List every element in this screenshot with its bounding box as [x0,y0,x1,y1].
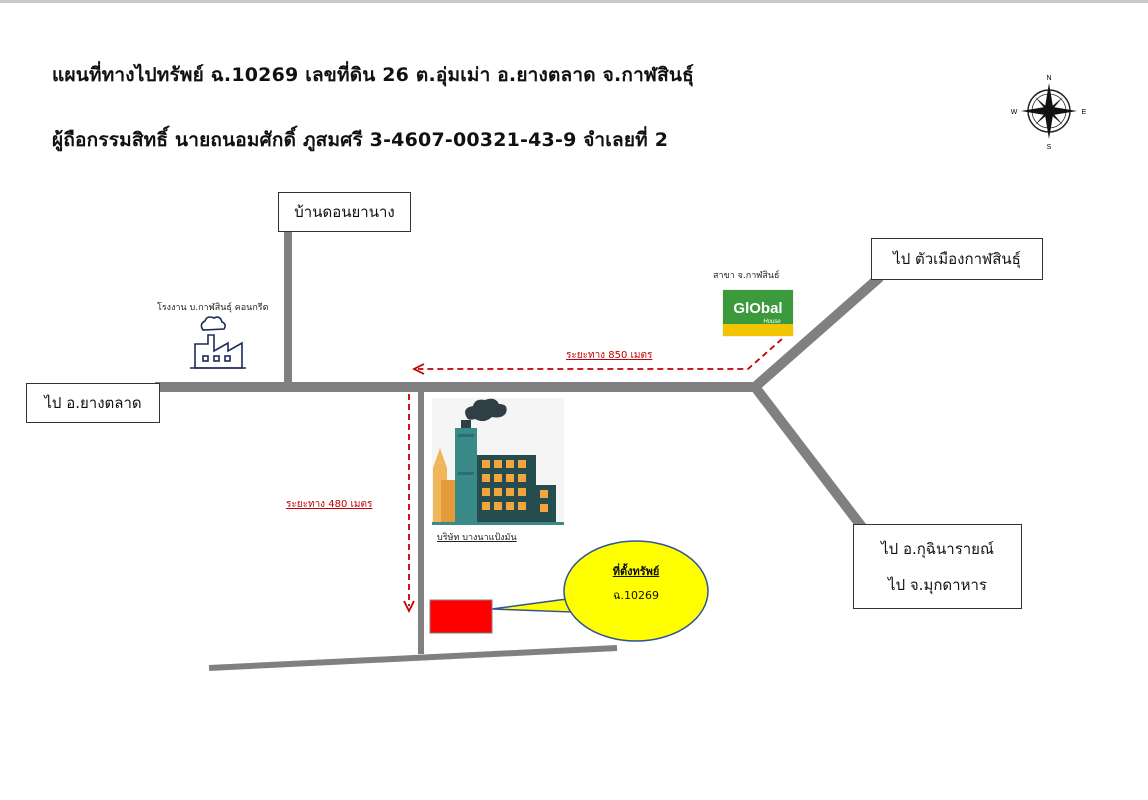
property-callout-deed: ฉ.10269 [613,589,659,602]
road-to-kuchinarai [751,383,866,531]
to-kalasin-city-box: ไป ตัวเมืองกาฬสินธุ์ [871,238,1043,280]
bottom-road [208,645,618,671]
to-kuchinarai-mukdahan-box: ไป อ.กุฉินารายณ์ ไป จ.มุกดาหาร [853,524,1022,609]
road-to-kalasin [751,273,884,391]
distance-lines [408,338,783,606]
map-title: แผนที่ทางไปทรัพย์ ฉ.10269 เลขที่ดิน 26 ต… [52,64,694,86]
property-callout-title: ที่ตั้งทรัพย์ [612,565,660,578]
compass-w: W [1011,109,1018,116]
to-yangtalat-label: ไป อ.ยางตลาด [44,394,142,412]
property-marker [429,599,493,634]
company-label: บริษัท บางนาแป้งมัน [437,533,517,543]
global-branch-label: สาขา จ.กาฬสินธ์ [713,271,780,281]
owner-line: ผู้ถือกรรมสิทธิ์ นายถนอมศักดิ์ ภูสมศรี 3… [52,129,669,151]
property-callout-bubble [491,540,709,642]
compass-s: S [1047,144,1052,151]
factory-outline-icon [190,316,246,369]
arrowhead-left [411,363,425,375]
village-label-box: บ้านดอนยานาง [278,192,411,232]
to-yangtalat-box: ไป อ.ยางตลาด [26,383,160,423]
distance-850-label: ระยะทาง 850 เมตร [566,350,653,361]
to-kalasin-city-label: ไป ตัวเมืองกาฬสินธุ์ [893,250,1021,268]
compass-rose-icon: N S E W [1011,75,1087,151]
distance-480-label: ระยะทาง 480 เมตร [286,499,373,510]
compass-n: N [1046,75,1051,82]
roads [155,230,884,671]
global-house-logo: GlObal House [722,289,794,337]
global-logo-subtext: House [763,319,781,325]
dashed-route-850 [418,338,783,370]
global-logo-text: GlObal [733,300,782,317]
company-factory-icon [432,398,564,525]
to-mukdahan-label: ไป จ.มุกดาหาร [888,575,987,594]
concrete-factory-label: โรงงาน บ.กาฬสินธุ์ คอนกรีต [157,303,269,313]
village-label: บ้านดอนยานาง [294,203,395,221]
arrowhead-down [403,600,415,614]
top-border [0,0,1148,3]
compass-e: E [1082,109,1087,116]
to-kuchinarai-label: ไป อ.กุฉินารายณ์ [881,539,994,558]
